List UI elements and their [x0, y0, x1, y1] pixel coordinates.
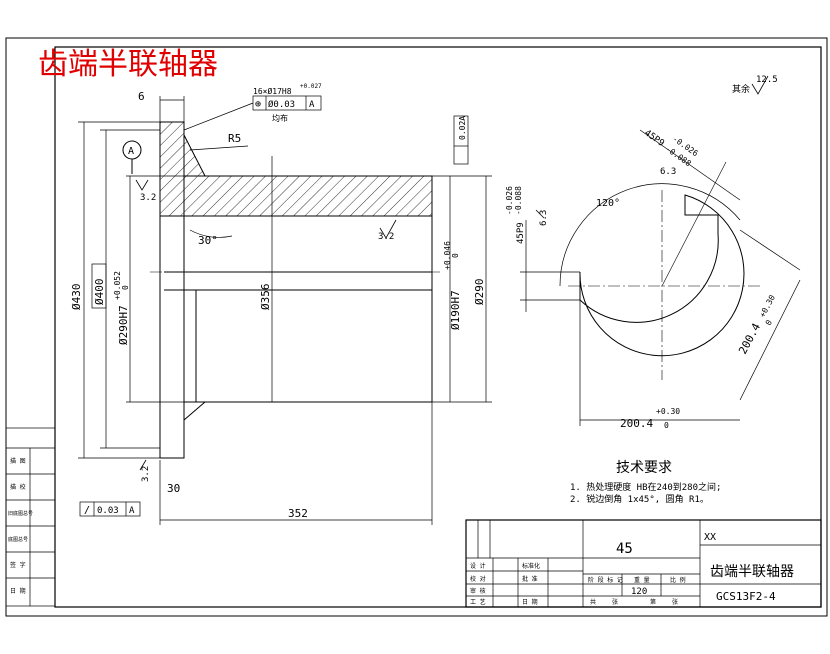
keyway-side-up: -0.026	[505, 186, 514, 215]
dim-356: Ø356	[259, 284, 272, 311]
left-table-0: 描 图	[10, 457, 26, 465]
tb-r3c0: 工 艺	[470, 598, 486, 606]
tech-item-1: 1. 热处理硬度 HB在240到280之间;	[570, 481, 721, 493]
dim-290h7-tol-up: +0.052	[113, 271, 122, 300]
title-block	[465, 519, 822, 608]
dim-30: 30	[167, 482, 180, 495]
end-view	[520, 129, 801, 426]
dim-r5: R5	[228, 132, 241, 145]
dim-400: Ø400	[93, 279, 106, 306]
ratio-label: 比 例	[670, 576, 686, 584]
inner-frame	[54, 46, 822, 608]
keyway-depth: 200.4	[620, 417, 653, 430]
left-table-3: 底图总号	[8, 536, 28, 543]
dim-190h7-tol-lo: 0	[451, 253, 460, 258]
keyway-diag-up: +0.30	[758, 293, 777, 319]
tb-r2c0: 审 核	[470, 587, 486, 595]
tech-heading: 技术要求	[616, 460, 672, 476]
sheet-total-unit: 张	[612, 598, 618, 606]
ra-32-a: 3.2	[140, 193, 156, 203]
left-table-5: 日 期	[10, 587, 26, 595]
dim-30deg: 30°	[198, 234, 218, 247]
stage-mark: 阶 段 标 记	[588, 576, 623, 584]
keyway-diag-lo: 0	[764, 318, 774, 327]
tb-r0c0: 设 计	[470, 562, 486, 570]
ra-32-c: 3.2	[141, 466, 151, 482]
side-frame-value: 0.02A	[458, 116, 467, 140]
left-table-1: 描 校	[10, 483, 26, 491]
dim-6: 6	[138, 90, 145, 103]
position-value: Ø0.03	[268, 99, 295, 110]
company: XX	[704, 532, 716, 543]
surface-value: 12.5	[756, 75, 778, 85]
tb-r1c2: 批 准	[522, 575, 538, 583]
part-name: 齿端半联轴器	[710, 564, 794, 580]
sheet-no: 第	[650, 598, 656, 606]
ra-63-a: 6.3	[660, 167, 676, 177]
scale: 120	[631, 587, 647, 597]
weight-label: 重 量	[634, 576, 650, 584]
keyway-depth-lo: 0	[664, 421, 669, 430]
section-view	[150, 121, 440, 459]
tb-r3c2: 日 期	[522, 598, 538, 606]
ra-32-b: 3.2	[378, 232, 394, 242]
drawing-no: GCS13F2-4	[716, 590, 776, 603]
keyway-side-lo: -0.088	[514, 186, 523, 215]
dim-190h7: Ø190H7	[449, 290, 462, 330]
left-table	[5, 427, 56, 607]
datum-a: A	[128, 146, 134, 157]
flatness-symbol: /	[84, 505, 90, 516]
dim-290h7: Ø290H7	[117, 305, 130, 345]
tb-r0c2: 标准化	[522, 562, 540, 570]
dim-190h7-tol-up: +0.046	[443, 241, 452, 270]
dim-352: 352	[288, 507, 308, 520]
surface-other: 其余	[732, 83, 750, 95]
tech-item-2: 2. 锐边倒角 1x45°, 圆角 R1。	[570, 493, 709, 505]
keyway-side: 45P9	[516, 222, 526, 244]
ang-120: 120°	[596, 198, 620, 209]
dim-430: Ø430	[70, 284, 83, 311]
material: 45	[616, 541, 633, 557]
holes-tol: +0.027	[300, 83, 322, 90]
dim-400-box	[91, 263, 107, 309]
dim-290: Ø290	[473, 279, 486, 306]
red-title: 齿端半联轴器	[38, 47, 218, 82]
keyway-diag: 200.4	[736, 321, 763, 357]
flatness-datum: A	[129, 506, 135, 516]
ra-63-b: 6.3	[539, 210, 549, 226]
outer-frame	[5, 37, 828, 617]
left-dimensions	[78, 96, 492, 525]
dim-290h7-tol-lo: 0	[121, 285, 130, 290]
sheet-total: 共	[590, 598, 596, 606]
left-table-4: 签 字	[10, 561, 26, 569]
roughness-marks	[135, 179, 545, 471]
position-symbol: ⊕	[255, 99, 261, 110]
tb-r1c0: 校 对	[470, 575, 486, 583]
keyway-depth-up: +0.30	[656, 407, 680, 416]
position-datum: A	[309, 100, 315, 110]
sheet-no-unit: 张	[672, 598, 678, 606]
holes-note: 均布	[272, 113, 288, 123]
flatness-value: 0.03	[97, 506, 119, 516]
left-table-2: 旧底图总号	[8, 510, 33, 517]
holes-callout: 16×Ø17H8	[253, 86, 292, 96]
